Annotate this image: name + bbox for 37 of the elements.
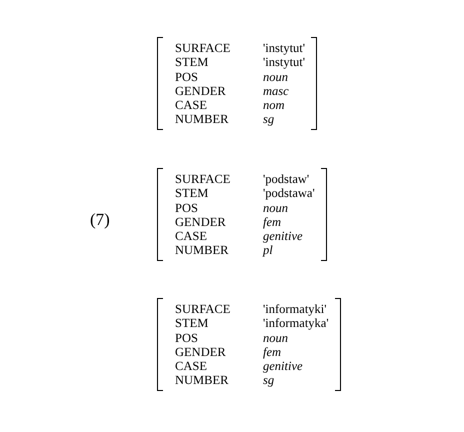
attribute-name: SURFACE — [175, 41, 230, 55]
attribute-name: GENDER — [175, 344, 226, 359]
attribute-value: pl — [263, 243, 273, 258]
attribute-value: genitive — [263, 229, 303, 244]
attribute-value: sg — [263, 373, 274, 388]
attribute-name: POS — [175, 200, 198, 215]
attribute-name: CASE — [175, 98, 207, 112]
attribute-value: sg — [263, 112, 274, 127]
attribute-value: 'informatyka' — [263, 316, 329, 331]
attribute-name: STEM — [175, 316, 208, 330]
attribute-name: STEM — [175, 186, 208, 200]
attribute-name: NUMBER — [175, 112, 228, 126]
attribute-value: 'informatyki' — [263, 302, 327, 316]
attribute-name: POS — [175, 330, 198, 345]
attribute-name: POS — [175, 70, 198, 84]
attribute-name: NUMBER — [175, 373, 228, 388]
attribute-name: CASE — [175, 229, 207, 244]
attribute-value: noun — [263, 330, 288, 345]
attribute-name: GENDER — [175, 214, 226, 229]
attribute-name: CASE — [175, 359, 207, 374]
attribute-value: fem — [263, 214, 282, 230]
attribute-value: 'podstaw' — [263, 172, 310, 186]
attribute-value: masc — [263, 84, 289, 98]
attribute-value: genitive — [263, 359, 303, 374]
attribute-name: GENDER — [175, 84, 226, 98]
attribute-name: NUMBER — [175, 243, 228, 258]
attribute-name: SURFACE — [175, 302, 230, 316]
attribute-name: STEM — [175, 55, 208, 70]
attribute-value: fem — [263, 344, 282, 360]
example-number: (7) — [90, 210, 110, 230]
attribute-value: noun — [263, 200, 288, 215]
attribute-name: SURFACE — [175, 172, 230, 186]
attribute-value: 'instytut' — [263, 41, 306, 56]
attribute-value: nom — [263, 98, 285, 112]
attribute-value: 'instytut' — [263, 55, 306, 70]
attribute-value: noun — [263, 70, 288, 84]
attribute-value: 'podstawa' — [263, 186, 315, 201]
